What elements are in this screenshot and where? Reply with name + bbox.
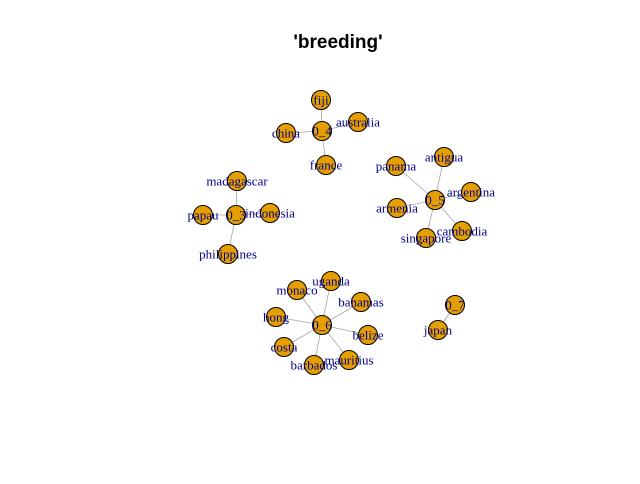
node-label-uganda: uganda — [312, 274, 350, 289]
node-label-hong: hong — [263, 310, 290, 325]
node-indonesia — [260, 203, 280, 223]
node-label-france: france — [310, 158, 343, 173]
node-uganda — [321, 271, 341, 291]
node-hub_05 — [425, 190, 445, 210]
node-singapore — [416, 228, 436, 248]
node-label-indonesia: indonesia — [245, 206, 295, 221]
node-barbados — [304, 355, 324, 375]
node-hub_07 — [445, 295, 465, 315]
node-bahamas — [351, 292, 371, 312]
node-layer — [193, 90, 481, 375]
node-label-belize: belize — [352, 328, 383, 343]
node-fiji — [311, 90, 331, 110]
node-label-japan: japan — [423, 323, 453, 338]
node-panama — [386, 156, 406, 176]
node-label-philippines: philippines — [199, 247, 257, 262]
node-label-fiji: fiji — [313, 93, 329, 108]
node-hub_04 — [312, 121, 332, 141]
node-costa — [274, 337, 294, 357]
label-layer: 0_4 fiji china australia france 0_3 madagascar… — [187, 93, 495, 373]
node-armenia — [387, 198, 407, 218]
node-china — [276, 123, 296, 143]
node-label-monaco: monaco — [276, 283, 317, 298]
node-hub_03 — [226, 205, 246, 225]
node-belize — [358, 325, 378, 345]
node-label-china: china — [272, 126, 300, 141]
node-mauritius — [339, 350, 359, 370]
node-label-cambodia: cambodia — [437, 224, 488, 239]
node-label-hub_05: 0_5 — [425, 193, 445, 208]
node-label-argentina: argentina — [447, 185, 495, 200]
node-argentina — [461, 182, 481, 202]
node-japan — [428, 320, 448, 340]
node-label-hub_07: 0_7 — [445, 298, 465, 313]
node-madagascar — [227, 171, 247, 191]
node-label-hub_06: 0_6 — [312, 318, 332, 333]
node-hong — [266, 307, 286, 327]
node-cambodia — [452, 221, 472, 241]
node-antigua — [434, 147, 454, 167]
node-label-madagascar: madagascar — [206, 174, 268, 189]
node-label-singapore: singapore — [401, 231, 452, 246]
node-label-bahamas: bahamas — [338, 295, 383, 310]
node-label-armenia: armenia — [376, 201, 418, 216]
node-philippines — [218, 244, 238, 264]
node-label-australia: australia — [336, 115, 380, 130]
node-papau — [193, 205, 213, 225]
node-france — [316, 155, 336, 175]
node-label-barbados: barbados — [291, 358, 338, 373]
node-label-papau: papau — [187, 208, 219, 223]
node-label-hub_03: 0_3 — [226, 208, 246, 223]
node-label-costa: costa — [271, 340, 298, 355]
graph-title: 'breeding' — [293, 32, 382, 53]
node-label-panama: panama — [376, 159, 417, 174]
node-label-mauritius: mauritius — [324, 353, 373, 368]
node-label-antigua: antigua — [425, 150, 463, 165]
node-australia — [348, 112, 368, 132]
node-label-hub_04: 0_4 — [312, 124, 332, 139]
node-hub_06 — [312, 315, 332, 335]
node-monaco — [287, 280, 307, 300]
